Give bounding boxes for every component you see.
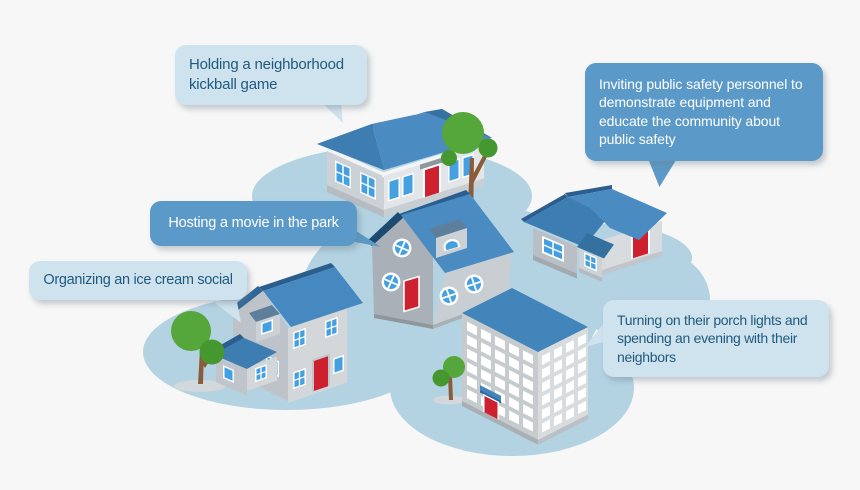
bubble-text-public-safety: Inviting public safety personnel to demo… [599,76,803,148]
speech-bubble-public-safety: Inviting public safety personnel to demo… [585,63,823,161]
apartment-building [462,288,588,445]
speech-bubble-movie: Hosting a movie in the park [150,201,357,247]
bubble-text-movie: Hosting a movie in the park [168,215,339,231]
bubble-text-kickball: Holding a neighborhood kickball game [189,56,344,93]
speech-bubble-ice-cream: Organizing an ice cream social [29,261,247,301]
ranch-house [317,109,492,218]
l-shaped-house [521,185,667,282]
bubble-text-porch-lights: Turning on their porch lights and spendi… [617,312,808,365]
tree-small [432,356,465,400]
speech-bubble-porch-lights: Turning on their porch lights and spendi… [603,300,829,378]
speech-bubble-kickball: Holding a neighborhood kickball game [175,45,367,105]
tree-left [171,311,225,384]
bubble-text-ice-cream: Organizing an ice cream social [43,272,233,288]
